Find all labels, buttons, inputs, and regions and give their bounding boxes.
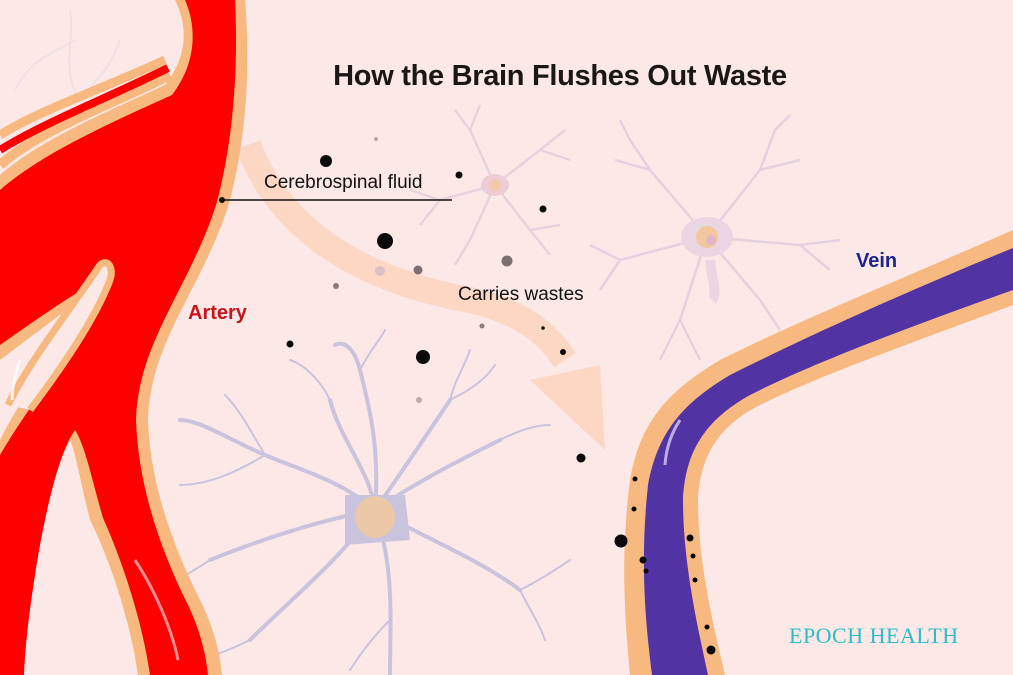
waste-dot: [375, 266, 385, 276]
waste-dot: [706, 645, 716, 655]
waste-dot: [686, 534, 694, 542]
vein: [624, 230, 1013, 675]
waste-dot: [413, 265, 423, 275]
waste-dot: [539, 205, 547, 213]
waste-dot: [631, 506, 637, 512]
carries-wastes-label: Carries wastes: [458, 284, 584, 305]
waste-dot: [560, 349, 566, 355]
waste-dot: [704, 624, 710, 630]
artery: [0, 0, 248, 675]
waste-particles: [286, 137, 716, 655]
waste-dot: [320, 155, 332, 167]
waste-dot: [632, 476, 638, 482]
waste-dot: [614, 534, 628, 548]
waste-dot: [374, 137, 378, 141]
waste-dot: [455, 171, 463, 179]
vein-label: Vein: [856, 250, 898, 272]
artery-label: Artery: [188, 302, 247, 324]
waste-dot: [501, 255, 513, 267]
faint-neuron-middle: [409, 104, 571, 266]
waste-dot: [416, 397, 422, 403]
waste-dot: [576, 453, 586, 463]
waste-dot: [692, 577, 698, 583]
waste-dot: [479, 323, 485, 329]
cerebrospinal-fluid-label: Cerebrospinal fluid: [264, 172, 423, 193]
waste-dot: [416, 350, 430, 364]
waste-dot: [639, 556, 647, 564]
page-title: How the Brain Flushes Out Waste: [333, 60, 787, 92]
faint-neuron-right: [589, 114, 841, 361]
waste-dot: [286, 340, 294, 348]
brand-logo: EPOCH HEALTH: [789, 623, 959, 648]
waste-dot: [643, 568, 649, 574]
waste-dot: [690, 553, 696, 559]
waste-dot: [333, 283, 339, 289]
waste-dot: [541, 326, 545, 330]
waste-dot: [377, 233, 393, 249]
flow-arrow-icon: [235, 140, 605, 450]
neuron: [169, 329, 571, 675]
